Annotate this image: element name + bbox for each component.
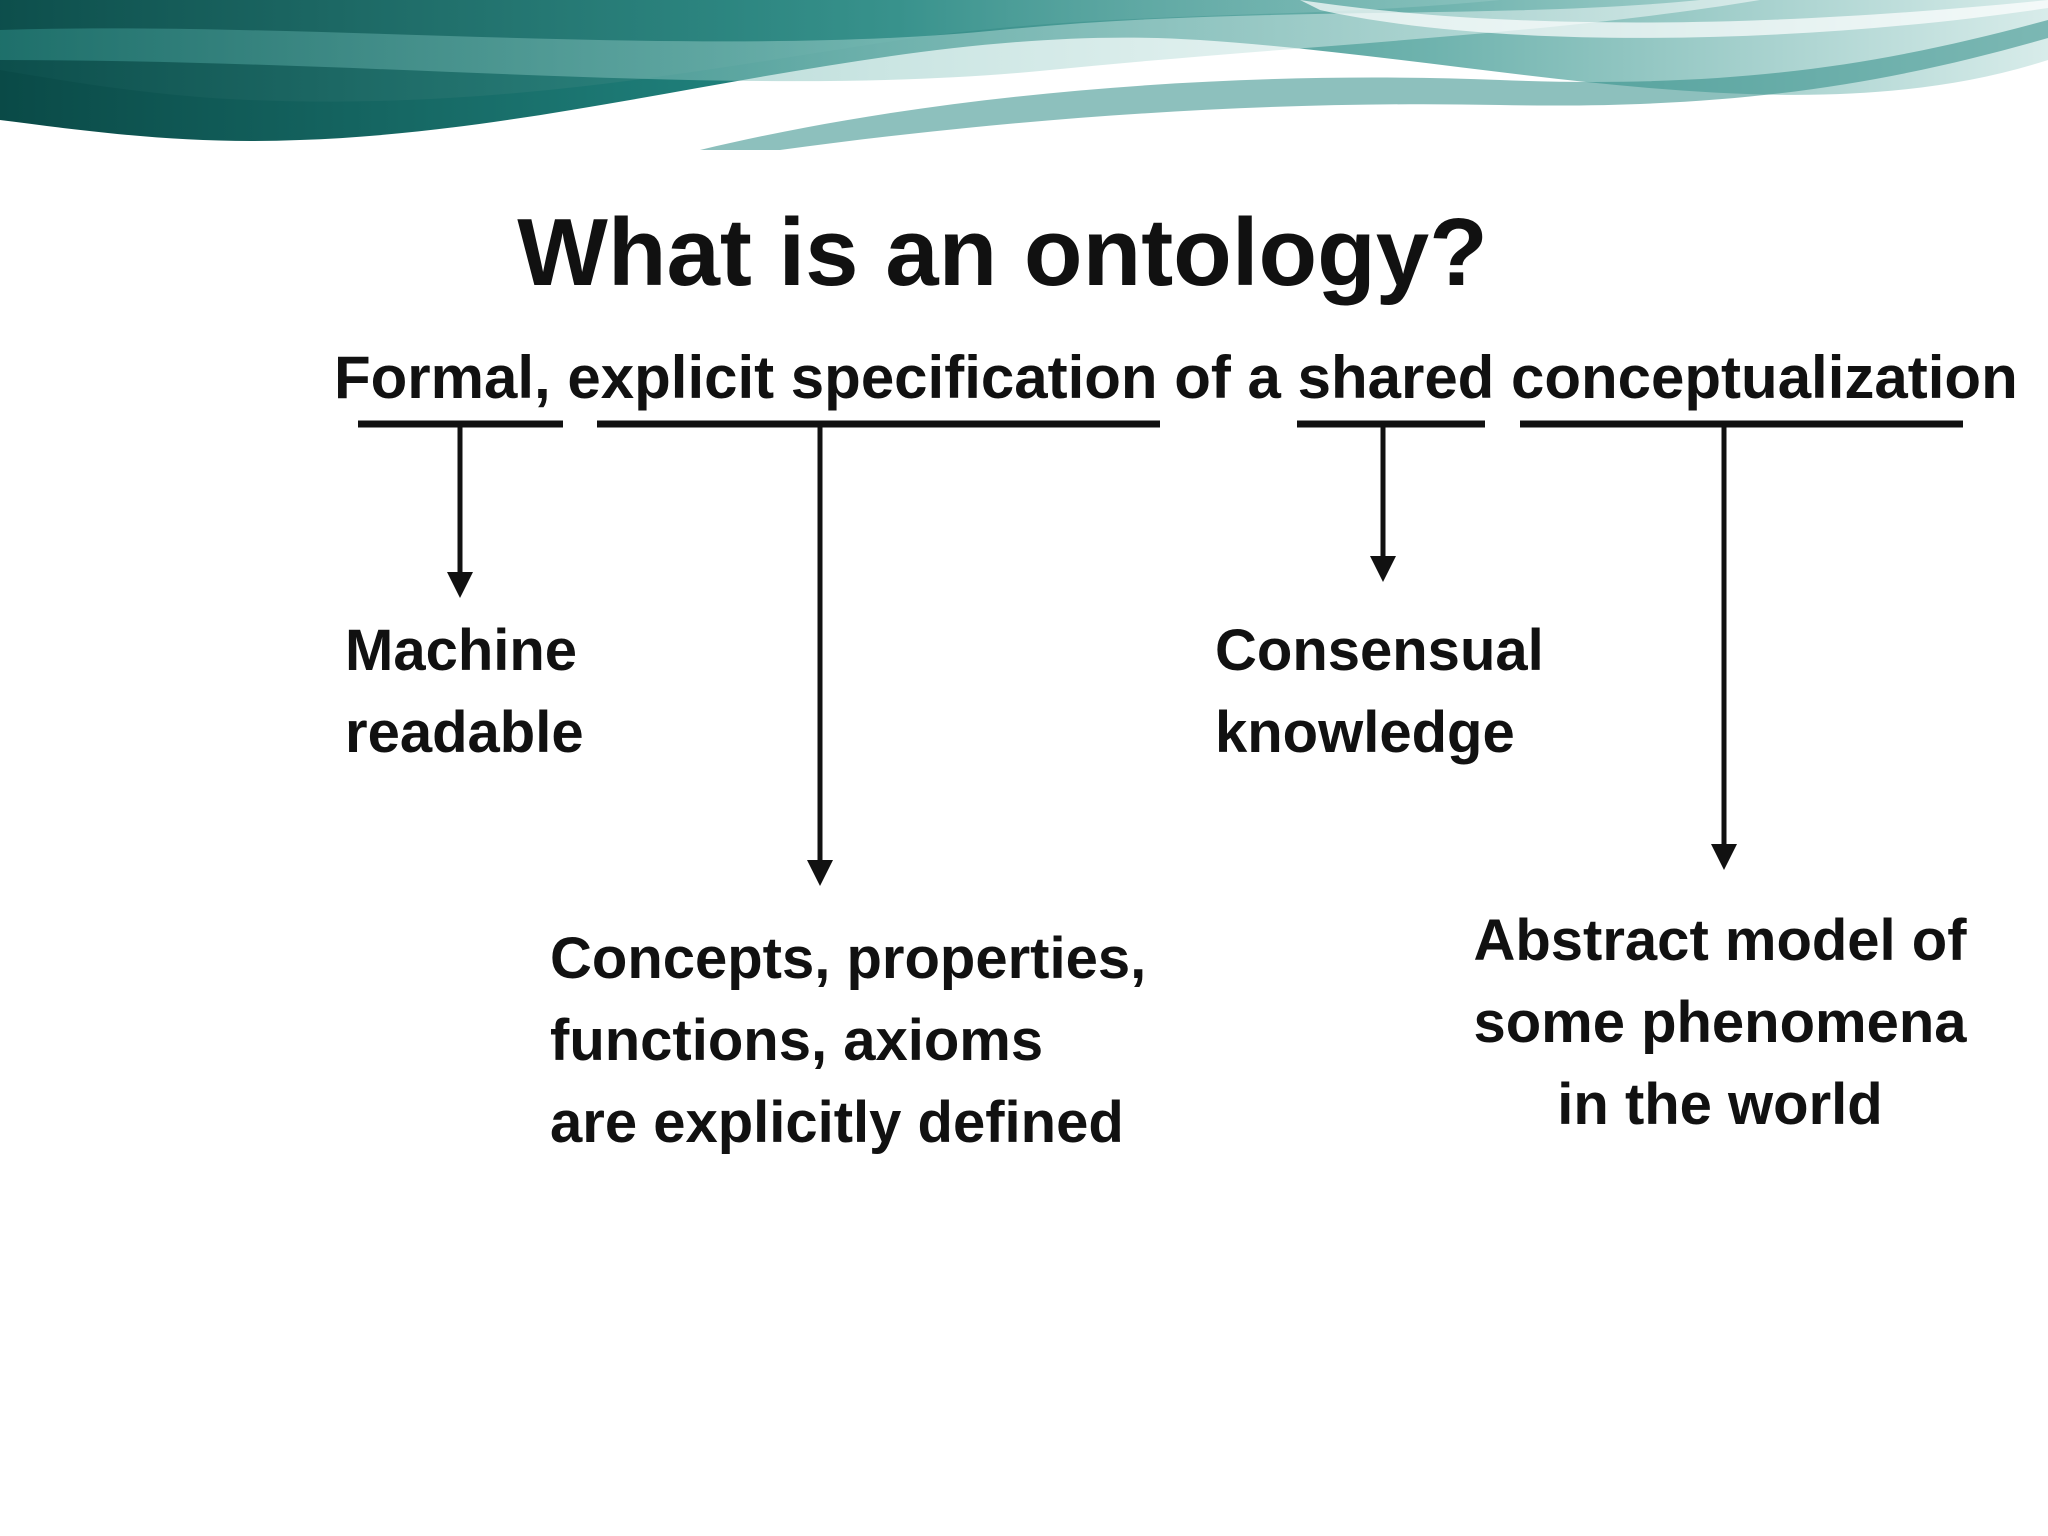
connector-formal xyxy=(358,420,563,598)
connector-conceptualization xyxy=(1520,420,1963,870)
label-machine-readable: Machine readable xyxy=(345,618,584,765)
label-concepts-defined: Concepts, properties, functions, axioms … xyxy=(550,926,1147,1155)
label-abstract-model: Abstract model of some phenomena in the … xyxy=(1473,908,1967,1137)
label-consensual-knowledge: Consensual knowledge xyxy=(1215,618,1544,765)
connector-explicit-specification xyxy=(597,420,1160,886)
decorative-banner xyxy=(0,0,2048,150)
definition-text: Formal, explicit specification of a shar… xyxy=(334,344,2018,411)
slide-title: What is an ontology? xyxy=(517,199,1488,306)
arrowhead-explicit-specification xyxy=(807,860,833,886)
arrowhead-formal xyxy=(447,572,473,598)
arrowhead-shared xyxy=(1370,556,1396,582)
connector-shared xyxy=(1297,420,1485,582)
arrowhead-conceptualization xyxy=(1711,844,1737,870)
